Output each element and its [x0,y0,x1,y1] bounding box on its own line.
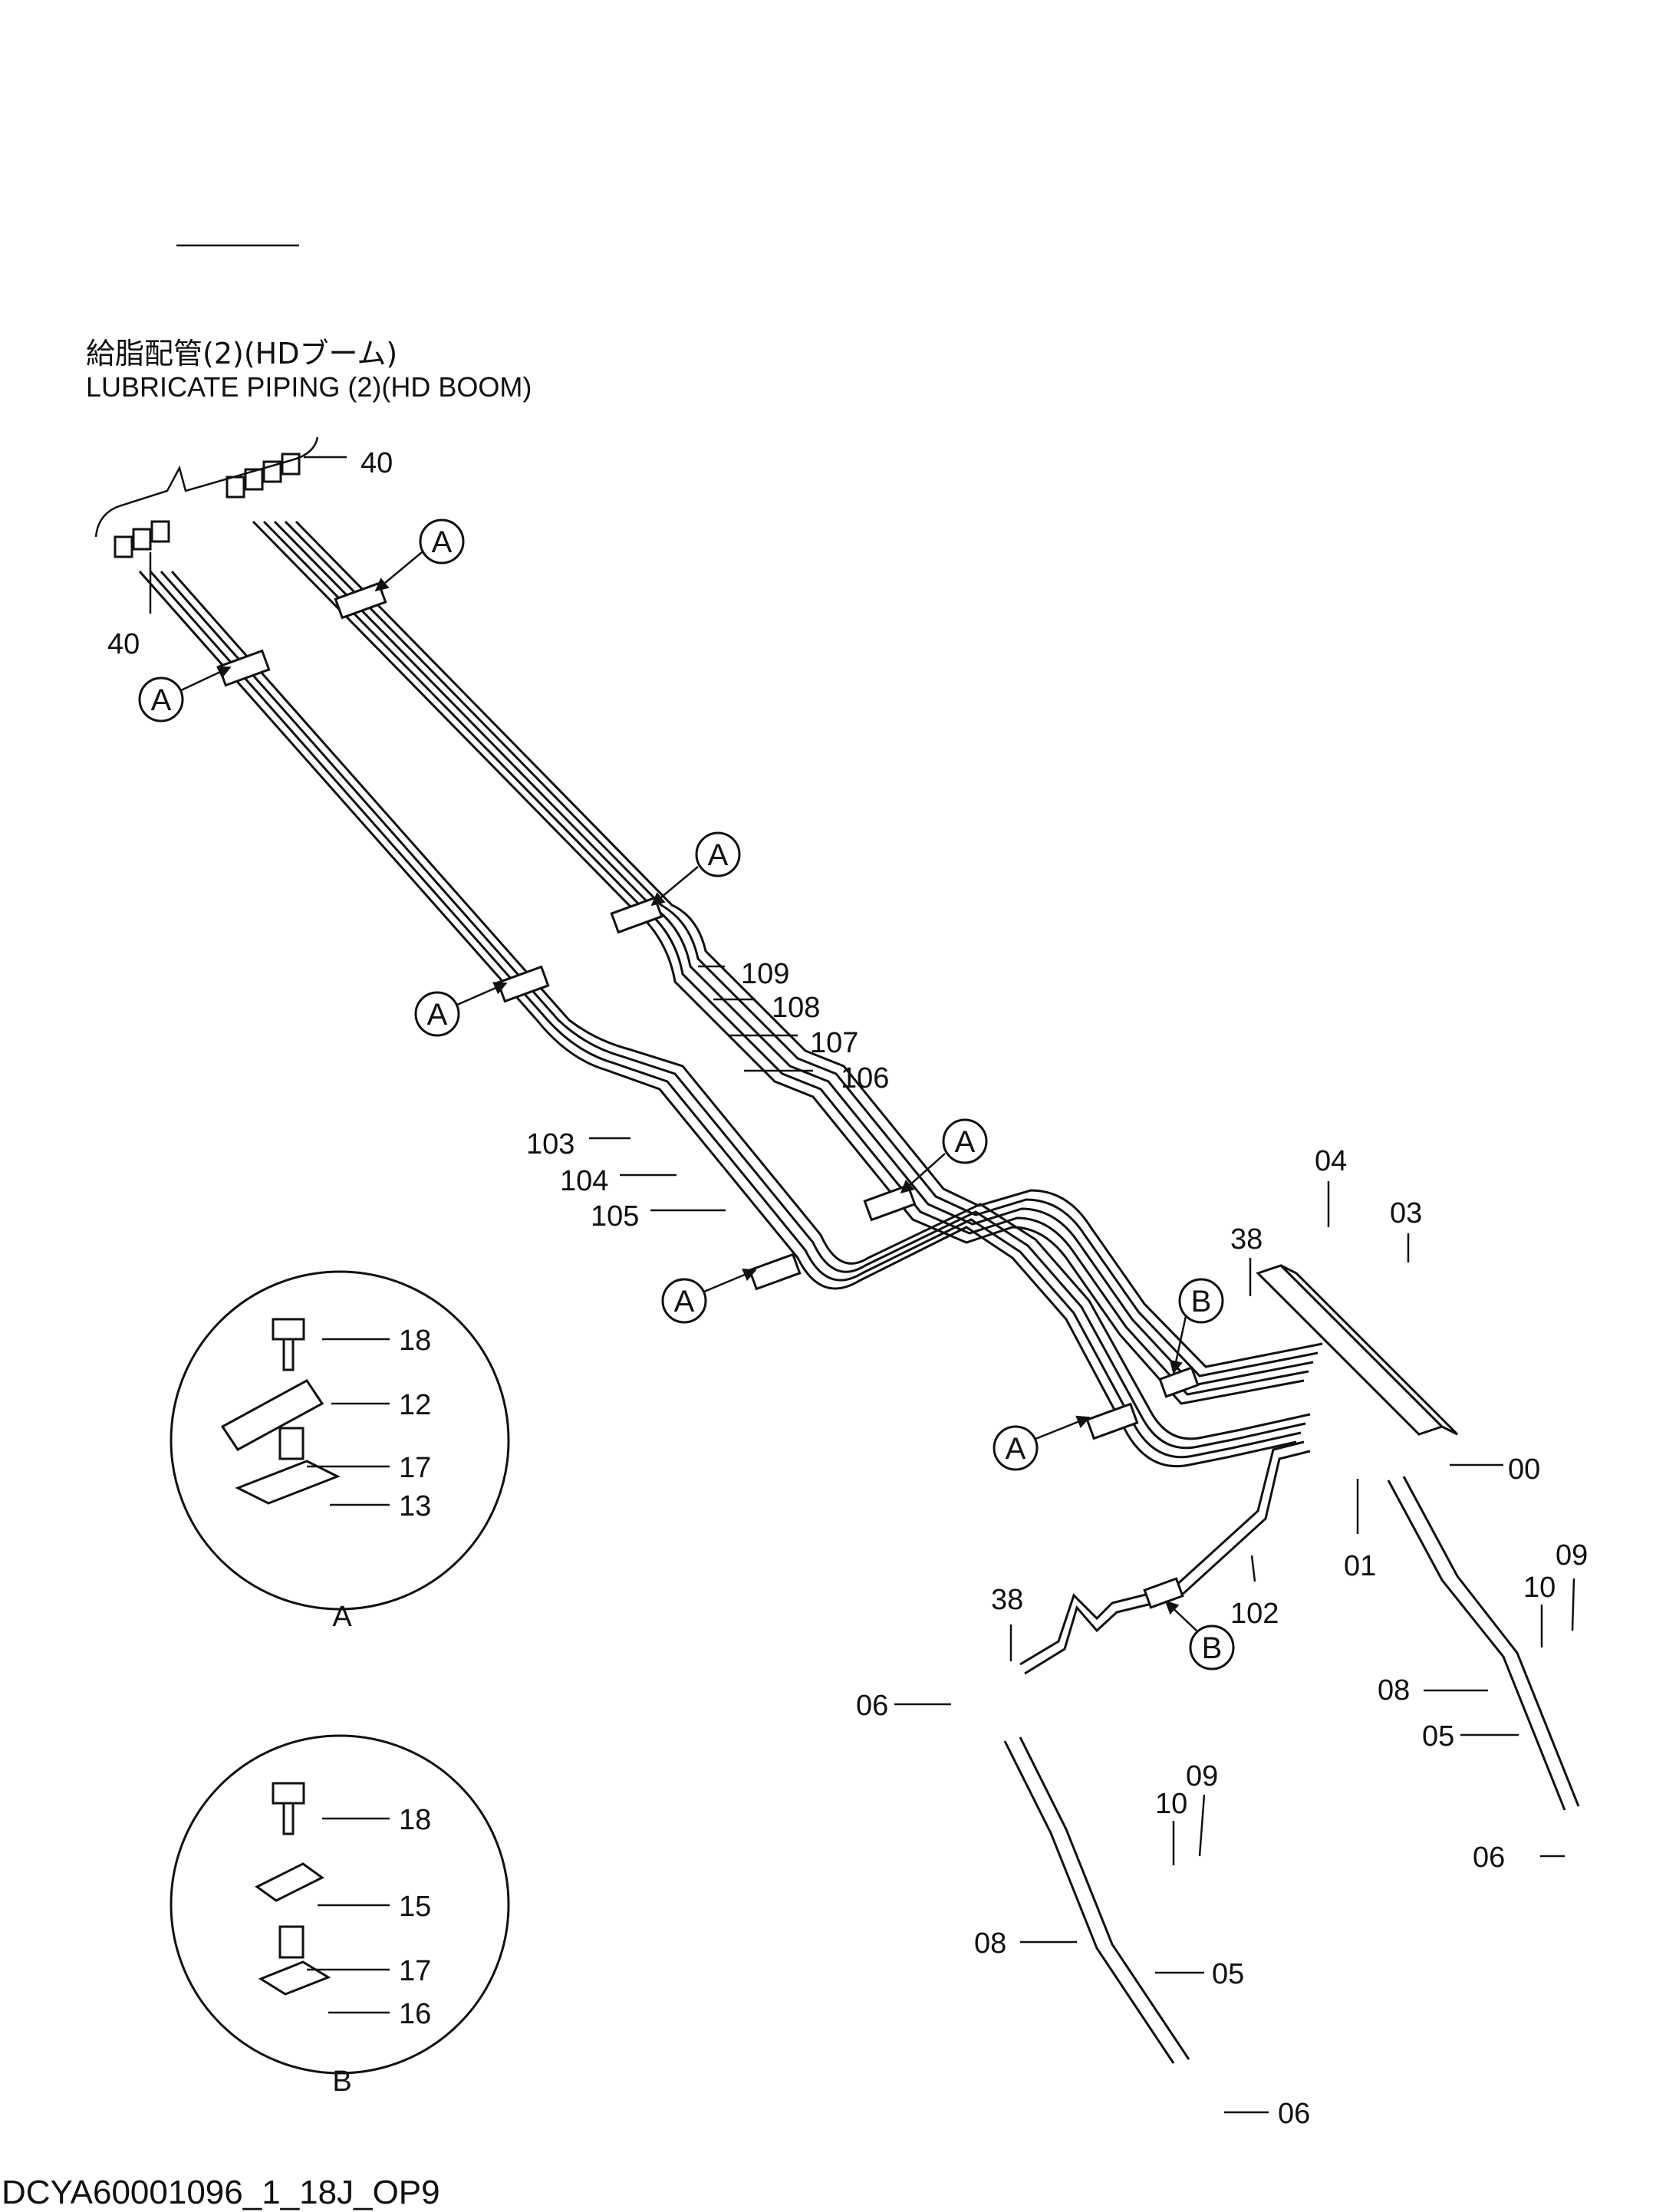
drawing-code: DCYA60001096_1_18J_OP9 [2,2174,440,2211]
callout-10-right: 10 [1523,1572,1556,1604]
callout-06-c: 06 [1278,2098,1310,2130]
callout-108: 108 [772,992,820,1024]
ref-circle-a-6: A [661,1278,707,1324]
callout-05-lower: 05 [1212,1958,1244,1990]
callout-05-right: 05 [1422,1720,1454,1753]
callout-17-b: 17 [399,1955,431,1987]
callout-09-lower: 09 [1186,1760,1218,1792]
callout-103: 103 [526,1128,574,1160]
ref-circle-b-2: B [1189,1624,1235,1671]
ref-circle-a-4: A [414,991,460,1037]
leader-lines [94,244,1575,2114]
distribution-block [1256,1264,1459,1436]
ref-circle-a-5: A [942,1118,988,1164]
grease-hoses [1003,1476,1580,2064]
callout-13: 13 [399,1490,431,1522]
diagram-title-english: LUBRICATE PIPING (2)(HD BOOM) [86,371,532,403]
callout-105: 105 [591,1200,639,1233]
callout-102: 102 [1230,1598,1279,1630]
callout-06-a: 06 [856,1690,888,1722]
callout-09-right: 09 [1556,1539,1588,1572]
pipe-102 [1019,1440,1311,1675]
callout-08-right: 08 [1378,1674,1410,1707]
ref-circle-a-2: A [138,676,184,723]
clamp-markers [217,581,1200,1609]
callout-08-lower: 08 [974,1927,1006,1960]
ref-circle-a-7: A [993,1425,1039,1471]
svg-text:A: A [1006,1432,1026,1466]
callout-15: 15 [399,1891,431,1923]
callout-12: 12 [399,1389,431,1421]
callout-detail-b: B [332,2066,351,2098]
ref-circle-b-1: B [1178,1278,1224,1324]
callout-107: 107 [810,1027,858,1059]
svg-text:A: A [151,683,172,717]
callout-18-b: 18 [399,1804,431,1836]
callout-18-a: 18 [399,1325,431,1357]
ref-circle-a-3: A [695,831,741,877]
callout-38-top: 38 [1230,1223,1263,1256]
callout-40-top: 40 [361,447,393,479]
svg-text:A: A [432,525,453,559]
svg-text:A: A [427,998,448,1032]
callout-10-lower: 10 [1155,1788,1187,1820]
callout-01: 01 [1344,1550,1376,1582]
pipe-bundle-right [252,520,1323,1405]
detail-a-circle [170,1270,510,1611]
svg-text:A: A [955,1125,976,1159]
svg-text:B: B [1191,1285,1212,1318]
callout-detail-a: A [332,1601,352,1633]
callout-109: 109 [741,958,789,990]
callout-06-b: 06 [1473,1842,1505,1874]
svg-text:A: A [708,838,729,872]
callout-104: 104 [560,1165,608,1197]
svg-text:B: B [1202,1631,1223,1665]
svg-text:A: A [674,1285,695,1318]
callout-17-a: 17 [399,1452,431,1484]
callout-16: 16 [399,1998,431,2030]
callout-40-left: 40 [107,628,140,660]
ref-circle-a-1: A [419,518,465,565]
pipe-bundle-left [138,571,1311,1468]
callout-03: 03 [1390,1197,1422,1229]
diagram-title-japanese: 給脂配管(2)(HDブーム) [86,337,398,370]
part-callouts: 40 40 109 108 107 106 103 104 105 04 03 … [107,447,1588,2130]
callout-38-bottom: 38 [991,1584,1023,1616]
callout-04: 04 [1315,1145,1347,1177]
callout-106: 106 [841,1062,889,1094]
callout-00: 00 [1508,1453,1540,1486]
